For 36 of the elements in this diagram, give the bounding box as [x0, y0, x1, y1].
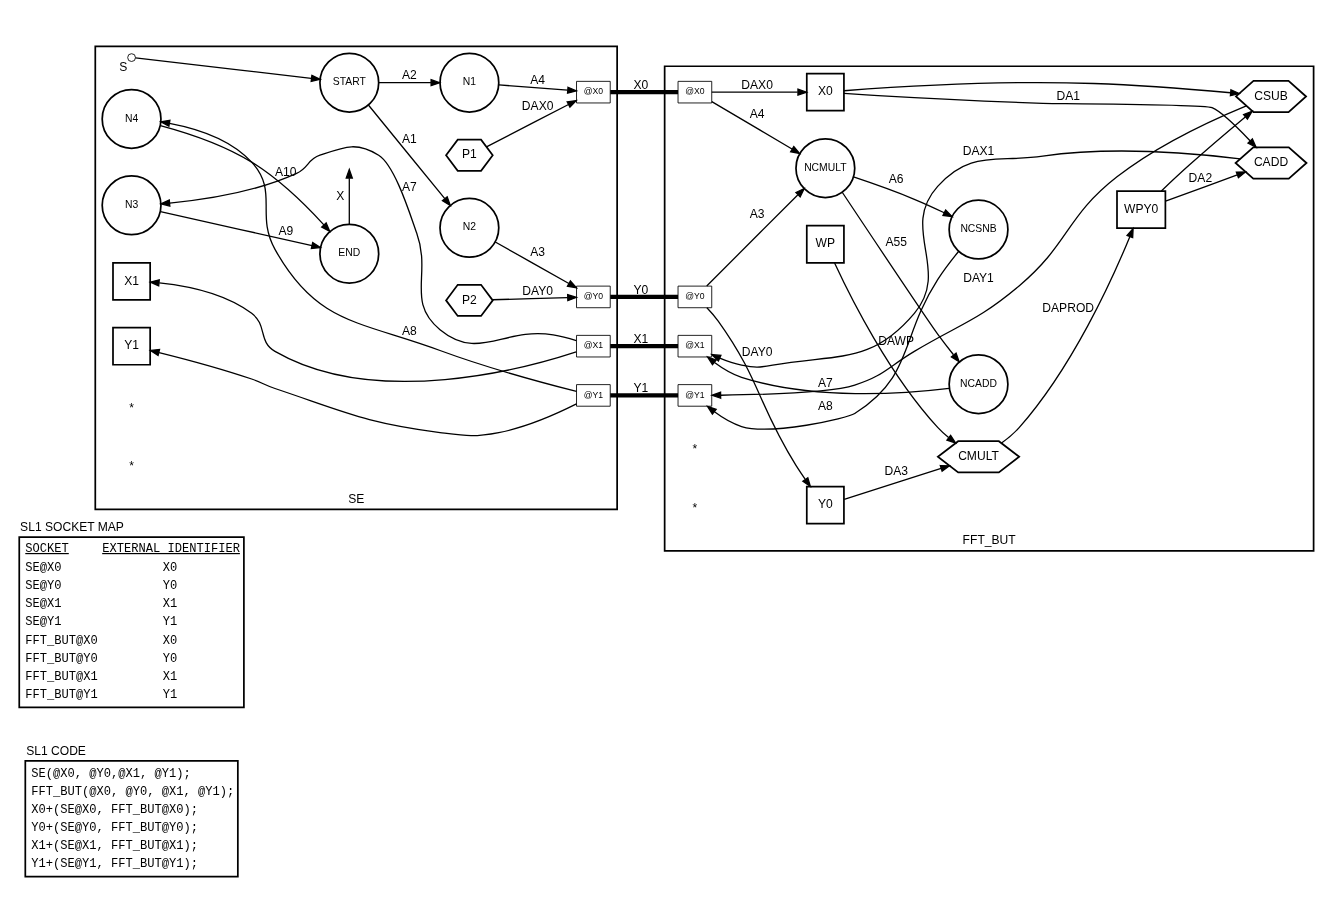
edge-label: X [336, 188, 345, 203]
edge-label: A4 [530, 72, 546, 87]
label: * [692, 441, 698, 456]
edge-label: A7 [817, 375, 833, 390]
edge-label: DAPROD [1042, 300, 1095, 315]
edge-label: A1 [401, 131, 417, 146]
edge-label: DA2 [1188, 170, 1213, 185]
node-label: SL1 CODE [26, 743, 86, 758]
edge-label: DAY1 [963, 270, 994, 285]
edge-label: A7 [401, 179, 417, 194]
edge-label: Y0 [633, 282, 649, 297]
edge-label: A4 [749, 106, 765, 121]
edge-label: DAY0 [741, 344, 773, 359]
edge-label: A2 [401, 67, 417, 82]
edge-label: A10 [275, 164, 297, 179]
edge-label: A8 [817, 398, 833, 413]
edge-label: X1 [633, 331, 649, 346]
label: * [129, 458, 134, 473]
edge-label: DAX0 [741, 77, 773, 92]
node-label: SL1 SOCKET MAP [20, 519, 124, 534]
edge-label: A9 [278, 223, 294, 238]
edge-label: DAX0 [521, 98, 554, 113]
label: * [692, 500, 698, 515]
edge-label: A3 [530, 244, 546, 259]
edge-label: A3 [749, 206, 765, 221]
label: * [129, 400, 134, 415]
edge-label: A6 [888, 171, 904, 186]
node-label: S [119, 59, 128, 74]
edge-label: DA1 [1056, 88, 1080, 103]
edge-label: Y1 [633, 380, 649, 395]
edge-label: X0 [633, 77, 649, 92]
edge-label: DA3 [884, 463, 908, 478]
edge-label: DAX1 [962, 143, 995, 158]
edge-label: DAY0 [522, 283, 553, 298]
edge-label: A8 [401, 323, 417, 338]
edge-label: A55 [885, 234, 907, 249]
